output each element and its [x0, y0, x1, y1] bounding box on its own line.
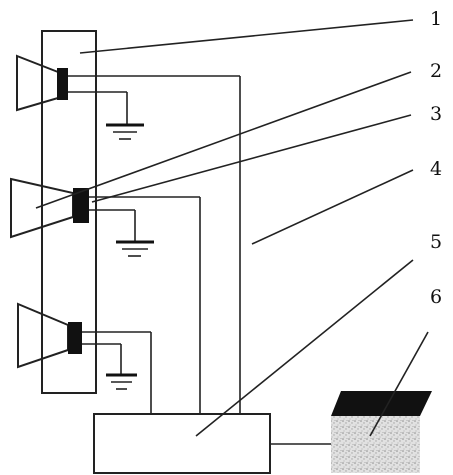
callout-5: 5 [430, 231, 442, 253]
callout-1: 1 [430, 8, 442, 30]
control-box [93, 413, 271, 474]
ground-icon [106, 123, 144, 140]
leader-line-3 [91, 114, 412, 203]
ground-icon [116, 240, 154, 257]
callout-3: 3 [430, 103, 442, 125]
ground-icon [106, 373, 137, 390]
leader-line-4 [251, 169, 414, 245]
leader-line-1 [79, 19, 414, 54]
mounting-board [41, 30, 97, 394]
leader-line-2 [35, 71, 412, 209]
speaker-icon [16, 54, 59, 112]
leader-line-5 [195, 259, 414, 437]
callout-2: 2 [430, 60, 442, 82]
speaker-top [16, 54, 240, 140]
speaker-bottom [17, 302, 151, 390]
leader-line-6 [369, 331, 429, 437]
speaker-driver [57, 68, 68, 100]
callout-4: 4 [430, 158, 442, 180]
speaker-driver [68, 322, 82, 354]
callout-6: 6 [430, 286, 442, 308]
speaker-driver [73, 188, 89, 223]
speaker-middle [10, 177, 200, 257]
sample-block [331, 391, 432, 473]
